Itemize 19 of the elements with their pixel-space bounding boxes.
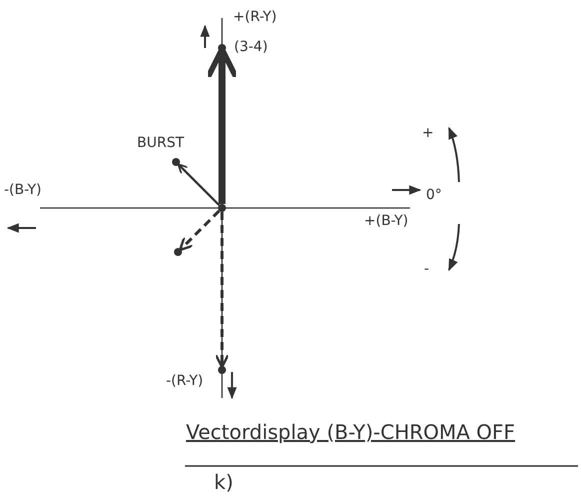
vector-point <box>172 158 180 166</box>
point-label: BURST <box>137 136 184 150</box>
axis-label: -(B-Y) <box>4 183 42 197</box>
vector-arrow <box>178 210 220 252</box>
vector-point <box>218 366 226 374</box>
vector-point <box>218 204 226 212</box>
axis-label: +(R-Y) <box>233 10 277 24</box>
sign-label: - <box>424 262 430 276</box>
sign-label: + <box>422 126 434 140</box>
axis-label: -(R-Y) <box>166 374 204 388</box>
vector-point <box>174 248 182 256</box>
axis-label: +(B-Y) <box>364 214 408 228</box>
vector-arrow <box>214 212 230 368</box>
point-label: (3-4) <box>234 40 268 54</box>
caption: Vectordisplay (B-Y)-CHROMA OFF <box>186 422 516 442</box>
figure-label: k) <box>214 472 234 492</box>
angle-label: 0° <box>426 188 442 202</box>
vector-point <box>218 44 226 52</box>
vector-arrow <box>177 163 220 206</box>
